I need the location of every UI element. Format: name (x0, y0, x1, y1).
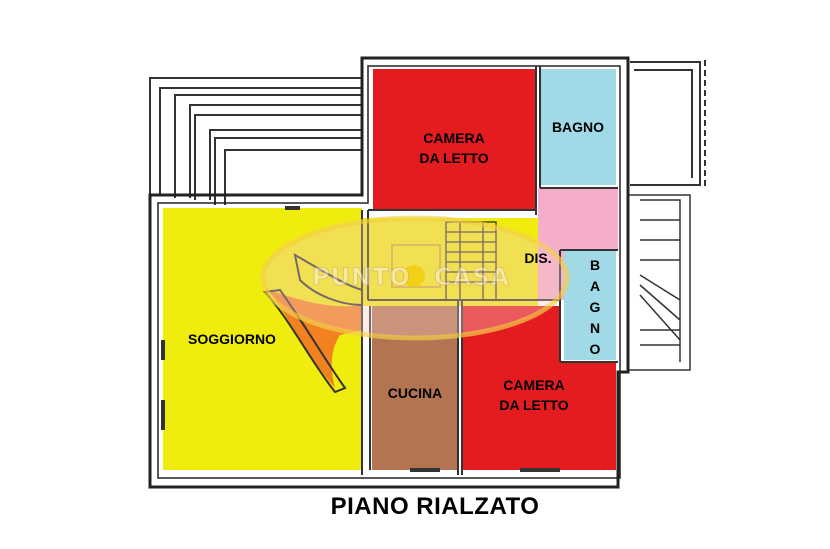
room-cucina (372, 306, 458, 470)
room-bagno-top (540, 69, 616, 185)
label-soggiorno: SOGGIORNO (188, 331, 276, 347)
room-dis (538, 188, 618, 300)
watermark-left: PUNTO (312, 263, 411, 291)
label-cucina: CUCINA (388, 385, 442, 401)
watermark: PUNTO CASA (260, 215, 570, 341)
watermark-house-icon (391, 244, 441, 288)
watermark-dot (403, 265, 425, 287)
room-camera-bottom (462, 306, 616, 470)
curved-wall (293, 253, 363, 307)
outer-wall (148, 56, 630, 489)
inner-wall-line (157, 65, 621, 479)
label-dis: DIS. (524, 250, 551, 266)
terrace-left (149, 77, 362, 205)
label-camera-top-line2: DA LETTO (419, 150, 488, 166)
stairs-right (628, 194, 691, 371)
bagno-letter: G (590, 299, 601, 315)
bagno-letter: O (590, 341, 601, 357)
room-camera-top (373, 69, 536, 210)
bagno-letter: N (590, 320, 600, 336)
label-camera-top-line1: CAMERA (423, 130, 484, 146)
label-bagno-vertical: B A G N O (590, 257, 601, 357)
door-marks (161, 206, 560, 472)
internal-walls (361, 66, 618, 475)
label-camera-bottom-line2: DA LETTO (499, 397, 568, 413)
terrace-right (630, 60, 706, 190)
watermark-right: CASA (434, 263, 510, 291)
label-bagno-top: BAGNO (552, 119, 604, 135)
room-soggiorno (163, 208, 362, 470)
bagno-letter: A (590, 278, 600, 294)
label-camera-bottom-line1: CAMERA (503, 377, 564, 393)
plan-title: PIANO RIALZATO (330, 493, 540, 520)
bagno-letter: B (590, 257, 600, 273)
room-bagno-small (564, 250, 616, 360)
